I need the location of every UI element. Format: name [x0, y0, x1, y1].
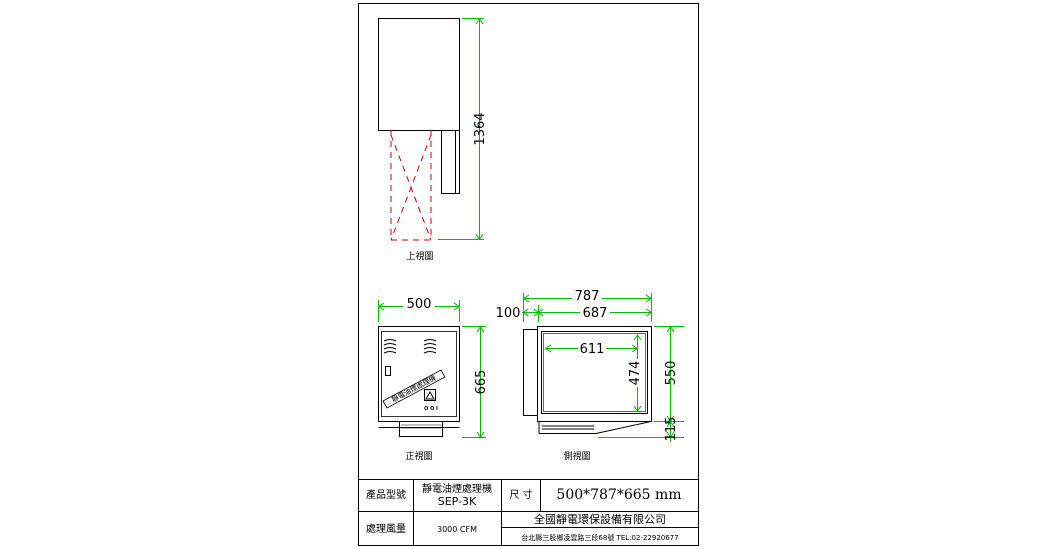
side-base: [538, 421, 652, 434]
size-value: 500*787*665 mm: [556, 487, 681, 503]
warning-icon: [424, 389, 436, 401]
top-view-caption: 上視圖: [406, 250, 433, 262]
dim-top-height: [438, 17, 484, 241]
dim-top-height-label: 1364: [473, 112, 488, 145]
vent-left: [383, 339, 397, 354]
dim-side-height: [598, 325, 684, 442]
dim-side-total-label: 787: [575, 289, 600, 304]
vent-right: [423, 339, 437, 354]
dim-side-inner-width-label: 611: [580, 342, 605, 357]
side-view: 787 100 687: [496, 289, 684, 462]
front-panel: [381, 331, 457, 417]
airflow-label: 處理風量: [366, 522, 406, 535]
front-base: [399, 421, 443, 437]
side-inner-frame: [541, 331, 648, 414]
front-view: 500 靜電油煙處理機 O O I: [377, 297, 489, 462]
top-view: 1364 上視圖: [378, 17, 488, 262]
front-panel-status: O O I: [424, 406, 438, 412]
top-view-body: [378, 18, 460, 131]
front-view-caption: 正視圖: [405, 450, 432, 462]
company-name: 全國靜電環保設備有限公司: [534, 512, 666, 526]
dim-side-body-label: 687: [583, 306, 608, 321]
model-name: 靜電油煙處理機: [422, 482, 492, 495]
dim-side-offset-label: 100: [496, 306, 521, 321]
indicator-window: [385, 366, 391, 376]
model-label: 產品型號: [366, 488, 406, 501]
airflow-value: 3000 CFM: [437, 525, 477, 534]
side-duct: [523, 329, 538, 416]
dim-front-height-label: 665: [474, 370, 489, 395]
hood-projection: [390, 130, 432, 241]
top-view-side-duct: [441, 130, 460, 194]
dim-side-height-label: 550: [664, 361, 679, 386]
dim-front-height: [462, 325, 486, 439]
sheet-border: [358, 3, 699, 546]
title-block: [358, 479, 699, 546]
side-view-caption: 側視圖: [563, 450, 590, 462]
company-address: 台北縣三股鄉凌雲路三段68號 TEL:02-22920677: [521, 533, 678, 542]
dim-side-inner-height-label: 474: [628, 361, 643, 386]
dim-side-base-label: 115: [664, 417, 679, 442]
dim-front-width-label: 500: [407, 297, 432, 312]
model-code: SEP-3K: [438, 495, 477, 508]
size-label: 尺 寸: [509, 488, 532, 501]
